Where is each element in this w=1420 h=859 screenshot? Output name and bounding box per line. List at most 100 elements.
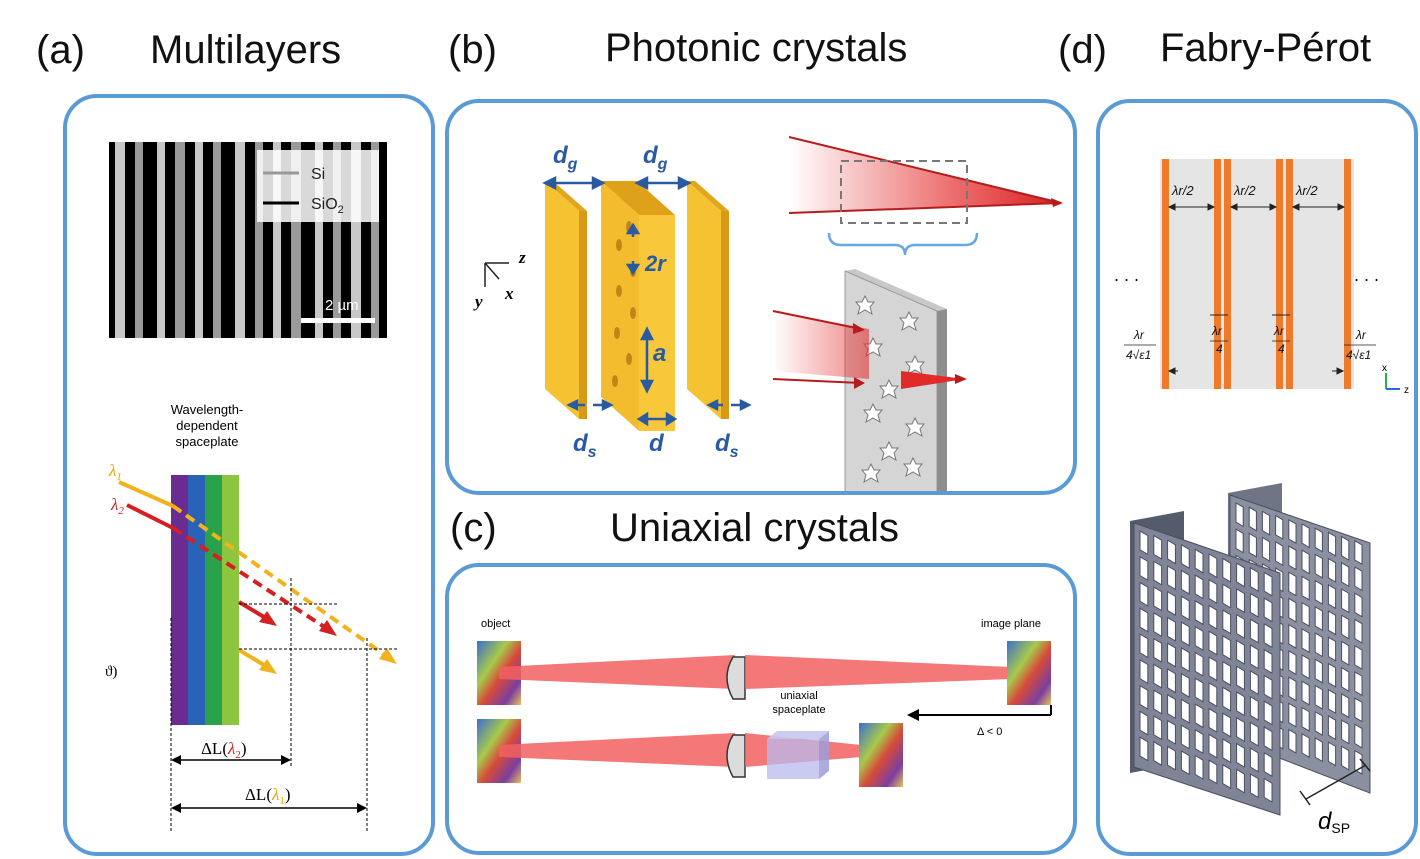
grid-cell — [1301, 549, 1310, 575]
fp-frac-right-num: λr — [1355, 328, 1367, 342]
grid-cell — [1288, 702, 1297, 728]
sem-stripe — [195, 142, 203, 338]
grid-cell — [1249, 644, 1259, 670]
grid-cell — [1167, 668, 1176, 694]
grid-cell — [1139, 633, 1149, 659]
grid-cell — [1153, 740, 1163, 767]
grid-cell — [1263, 751, 1273, 778]
fp-frac-right-den: 4√ε1 — [1346, 348, 1371, 362]
panel-a-letter: (a) — [36, 28, 85, 72]
dsp-tick-left — [1299, 790, 1311, 806]
grid-cell — [1249, 592, 1259, 618]
panel-photonic-crystals: z y x — [445, 99, 1077, 546]
grid-cell — [1327, 688, 1337, 715]
arrow-lambda2-dashed — [319, 620, 337, 636]
grid-cell — [1314, 553, 1323, 579]
layer-1 — [171, 475, 188, 725]
right-slab — [687, 181, 729, 419]
panel-uniaxial-crystals: object image plane uniaxial spaceplate Δ… — [445, 563, 1077, 855]
top-beam — [788, 136, 1063, 256]
plate-hole — [878, 378, 900, 400]
grid-cell — [1222, 712, 1232, 738]
arrow-lambda1-dashed — [379, 648, 397, 664]
grid-cell — [1194, 600, 1204, 626]
grid-cell — [1261, 510, 1271, 536]
grid-cell — [1327, 662, 1337, 688]
plate-hole — [904, 354, 926, 376]
grid-cell — [1180, 750, 1190, 776]
ds-right-label: ds — [715, 430, 739, 461]
grid-cell — [1139, 659, 1149, 685]
plate-hole — [902, 456, 924, 478]
layer-2 — [188, 475, 205, 725]
grid-cell — [1327, 636, 1337, 662]
fp-frac-left-den: 4√ε1 — [1126, 348, 1151, 362]
shift-arrowhead — [907, 709, 919, 721]
grid-cell — [1167, 590, 1176, 617]
grid-cell — [1248, 532, 1257, 558]
grid-cell — [1153, 663, 1163, 689]
grid-cell — [1301, 706, 1310, 732]
image-plane-top — [1007, 641, 1051, 705]
grid-cell — [1249, 747, 1259, 773]
grid-cell — [1341, 588, 1350, 614]
dim-dL2-left-arrow — [171, 755, 181, 765]
fp-layer-3 — [1224, 159, 1231, 389]
legend-sio2: SiO2 — [311, 196, 344, 216]
fp-background — [1160, 159, 1354, 389]
beam-top-right — [745, 655, 1011, 689]
fp-frac-mid1-den: 4 — [1216, 342, 1223, 356]
grid-cell — [1341, 719, 1350, 745]
left-slab — [545, 181, 587, 419]
sem-stripe — [315, 142, 323, 338]
grid-cell — [1249, 670, 1259, 696]
photonic-figure: z y x — [473, 136, 1063, 546]
grid-cell — [1194, 548, 1204, 574]
grid-cell — [1249, 721, 1259, 747]
fp-grid-front — [1130, 511, 1281, 816]
grid-cell — [1275, 540, 1284, 567]
image-plane-label: image plane — [981, 618, 1041, 630]
lens-top — [726, 656, 746, 700]
grid-cell — [1208, 578, 1218, 605]
lower-beams — [772, 310, 967, 389]
axis-y-label: y — [473, 292, 483, 311]
grid-cell — [1263, 648, 1273, 674]
grid-cell — [1208, 733, 1218, 759]
grid-cell — [1314, 684, 1323, 710]
fp-axis-z: z — [1404, 385, 1409, 396]
grid-cell — [1194, 625, 1204, 651]
ray-lambda1-in — [118, 480, 174, 508]
grid-cell — [1314, 737, 1323, 763]
grid-cell — [1314, 605, 1323, 632]
grid-cell — [1139, 530, 1149, 556]
grid-cell — [1263, 700, 1273, 726]
grid-cell — [1180, 647, 1190, 673]
grid-cell — [1153, 612, 1163, 638]
dL1-label: ΔL(λ1) — [245, 785, 291, 807]
spaceplate-label-line3: spaceplate — [176, 434, 239, 449]
fp-layer-6 — [1344, 159, 1351, 389]
grid-cell — [1288, 518, 1297, 545]
fp-dots-right: . . . — [1354, 265, 1379, 285]
sem-stripe — [213, 142, 221, 338]
grid-cell — [1222, 738, 1232, 764]
object-label: object — [481, 618, 510, 630]
panel-b-title: Photonic crystals — [605, 26, 908, 70]
grid-cell — [1167, 616, 1176, 642]
grid-cell — [1208, 759, 1218, 785]
fp-layer-4 — [1276, 159, 1283, 389]
grid-cell — [1235, 502, 1244, 528]
arrow-lambda1-out — [259, 659, 277, 674]
grid-cell — [1208, 707, 1218, 733]
grid-cell — [1222, 635, 1232, 661]
fp-half-1: λr/2 — [1171, 183, 1194, 198]
grid-cell — [1327, 557, 1337, 583]
dim-dL2-right-arrow — [281, 755, 291, 765]
dg-left-label: dg — [553, 142, 578, 173]
grid-cell — [1327, 583, 1337, 610]
grid-cell — [1263, 777, 1273, 803]
grid-cell — [1167, 693, 1176, 720]
grid-cell — [1341, 561, 1350, 588]
fp-layer-2 — [1214, 159, 1221, 389]
